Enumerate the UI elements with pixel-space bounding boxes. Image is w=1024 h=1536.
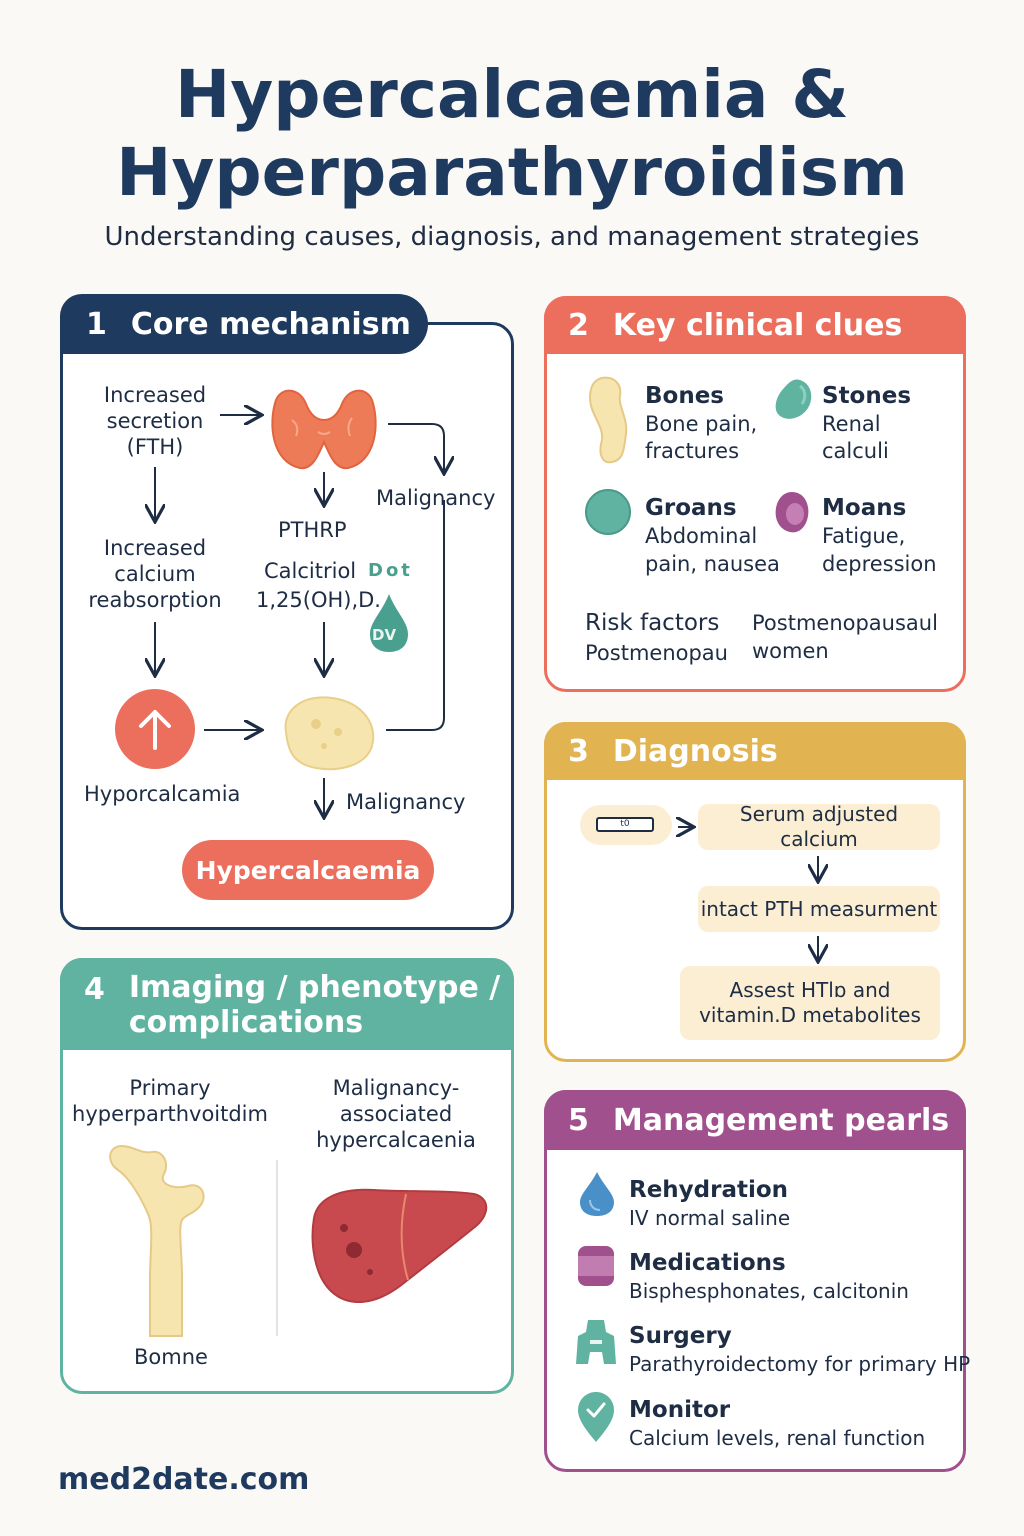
label-line: hypercalcaenia	[316, 1128, 476, 1152]
clue-moans-title: Moans	[822, 495, 907, 521]
diagnosis-step-3: Assest HTlɒ and vitamin.D metabolites	[680, 966, 940, 1040]
check-pin-icon	[578, 1392, 614, 1442]
label-line: secretion	[106, 409, 204, 433]
panel-title: Key clinical clues	[612, 307, 903, 343]
clue-stones-title: Stones	[822, 383, 912, 409]
mgmt-surgery-title: Surgery	[629, 1323, 732, 1349]
risk-factors-right-line1: Postmenopausaul	[752, 611, 938, 635]
clue-bones-title: Bones	[645, 383, 724, 409]
panel-number: 1	[86, 306, 107, 342]
increased-secretion-label: Increased secretion (FTH)	[90, 382, 220, 460]
parathyroid-icon	[576, 1320, 616, 1364]
clue-groans-line1: Abdominal	[645, 524, 758, 548]
panel-number: 2	[568, 307, 589, 343]
panel-management-header: 5 Management pearls	[544, 1090, 966, 1150]
clue-moans-line2: depression	[822, 552, 937, 576]
label-line: reabsorption	[88, 588, 222, 612]
label-line: Increased	[103, 383, 207, 407]
panel-title: Core mechanism	[130, 306, 411, 342]
label-line: Malignancy-	[332, 1076, 460, 1100]
diagnosis-step-text: Assest HTlɒ and	[729, 978, 891, 1002]
clue-groans-line2: pain, nausea	[645, 552, 780, 576]
vitamin-d-badge-text: DV	[372, 626, 397, 644]
clue-groans-title: Groans	[645, 495, 737, 521]
hypercalcaemia-result-text: Hypercalcaemia	[195, 855, 421, 885]
label-line: hyperparthvoitdim	[72, 1102, 268, 1126]
panel-title: Imaging / phenotype / complications	[129, 970, 500, 1040]
thyroid-gland-icon	[271, 389, 377, 470]
panel-number: 3	[568, 733, 589, 769]
kidney-stone-icon	[775, 379, 812, 419]
panel-title: Management pearls	[612, 1102, 950, 1138]
label-line: Primary	[129, 1076, 211, 1100]
water-drop-icon	[580, 1172, 614, 1216]
page-title-line2: Hyperparathyroidism	[116, 134, 908, 211]
panel-title-line1: Imaging / phenotype /	[128, 970, 501, 1005]
clue-moans-line1: Fatigue,	[822, 524, 906, 548]
label-line: associated	[339, 1102, 453, 1126]
femur-icon	[109, 1144, 205, 1337]
label-line: (FTH)	[126, 435, 184, 459]
test-tube-label: t0	[596, 817, 654, 832]
mgmt-surgery-sub: Parathyroidectomy for primary HP	[629, 1352, 971, 1376]
panel-imaging-header: 4 Imaging / phenotype / complications	[60, 958, 514, 1050]
liver-icon	[311, 1188, 488, 1304]
panel-title: Diagnosis	[612, 733, 778, 769]
increase-arrow-icon	[115, 689, 195, 769]
dot-label: Dot	[368, 560, 413, 581]
divider	[276, 1160, 278, 1336]
diagnosis-step-text: Serum adjusted calcium	[739, 802, 899, 851]
bone-cell-icon	[284, 696, 375, 771]
mgmt-medications-title: Medications	[629, 1250, 786, 1276]
page-subtitle: Understanding causes, diagnosis, and man…	[104, 222, 920, 252]
diagnosis-step-text: intact PTH measurment	[700, 896, 938, 921]
hypercalcaemia-result-pill: Hypercalcaemia	[182, 840, 434, 900]
clue-bones-line1: Bone pain,	[645, 412, 758, 436]
risk-factors-right-line2: women	[752, 639, 829, 663]
panel-title-line2: complications	[128, 1005, 364, 1040]
groans-circle-icon	[585, 489, 631, 535]
panel-diagnosis-header: 3 Diagnosis	[544, 722, 966, 780]
risk-factors-left: Postmenopau	[585, 641, 728, 665]
calcitriol-label: Calcitriol	[264, 559, 357, 583]
primary-hpt-label: Primary hyperparthvoitdim	[68, 1075, 272, 1127]
mgmt-medications-sub: Bisphesphonates, calcitonin	[629, 1279, 909, 1303]
malignancy-top-label: Malignancy	[376, 486, 496, 510]
clue-stones-line2: calculi	[822, 439, 889, 463]
mgmt-monitor-sub: Calcium levels, renal function	[629, 1426, 926, 1450]
mgmt-monitor-title: Monitor	[629, 1397, 731, 1423]
label-line: Increased	[103, 536, 207, 560]
panel-management	[544, 1090, 966, 1472]
clue-stones-line1: Renal	[822, 412, 881, 436]
calcitriol-formula: 1,25(OH),D.	[256, 588, 381, 612]
panel-number: 5	[568, 1102, 589, 1138]
risk-factors-title: Risk factors	[585, 610, 720, 636]
panel-number: 4	[84, 972, 105, 1007]
diagnosis-step-2: intact PTH measurment	[698, 886, 940, 932]
bone-caption: Bomne	[134, 1345, 208, 1369]
diagnosis-step-text: vitamin.D metabolites	[699, 1003, 921, 1027]
footer-site-link[interactable]: med2date.com	[58, 1462, 310, 1497]
pthrp-label: PTHRP	[278, 518, 347, 542]
clue-bones-line2: fractures	[645, 439, 740, 463]
diagnosis-step-1: Serum adjusted calcium	[698, 802, 940, 851]
mgmt-rehydration-title: Rehydration	[629, 1177, 789, 1203]
diagnosis-arrows	[544, 722, 966, 1062]
label-line: calcium	[114, 562, 196, 586]
malignancy-bottom-label: Malignancy	[346, 790, 466, 814]
bone-icon	[588, 376, 628, 464]
page-title-line1: Hypercalcaemia &	[175, 56, 849, 133]
increased-calcium-label: Increased calcium reabsorption	[88, 535, 222, 613]
panel-core-mechanism-header: 1 Core mechanism	[60, 294, 428, 354]
moans-icon	[775, 492, 809, 533]
mgmt-rehydration-sub: IV normal saline	[629, 1206, 791, 1230]
test-tube-icon: t0	[580, 805, 672, 845]
mechanism-arrows	[60, 322, 514, 930]
malignancy-hcm-label: Malignancy- associated hypercalcaenia	[296, 1075, 496, 1153]
vitamin-d-drop-icon	[370, 594, 408, 652]
pill-jar-icon	[578, 1246, 614, 1286]
panel-clinical-clues-header: 2 Key clinical clues	[544, 296, 966, 354]
hyporcalcamia-label: Hyporcalcamia	[84, 782, 241, 806]
